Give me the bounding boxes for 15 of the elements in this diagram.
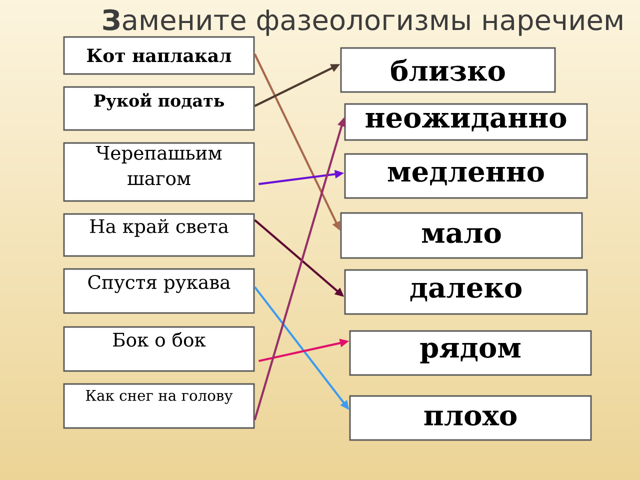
phrase-box: Бок о бок xyxy=(63,326,255,372)
adverb-box: плохо xyxy=(349,395,592,441)
adverb-box: близко xyxy=(340,47,556,93)
slide-title: Замените фазеологизмы наречием xyxy=(103,9,622,36)
adverb-box: далеко xyxy=(344,269,588,315)
adverb-box: рядом xyxy=(349,330,592,376)
phrase-box: Черепашьим шагом xyxy=(63,142,255,202)
phrase-box: Кот наплакал xyxy=(63,36,255,75)
phrase-box: На край света xyxy=(63,213,255,257)
phrase-box: Как снег на голову xyxy=(63,383,255,429)
phrase-box: Спустя рукава xyxy=(63,268,255,314)
phrase-box: Рукой подать xyxy=(63,86,255,131)
adverb-box: медленно xyxy=(344,153,588,199)
adverb-box: неожиданно xyxy=(344,103,588,141)
adverb-box: мало xyxy=(340,212,583,259)
